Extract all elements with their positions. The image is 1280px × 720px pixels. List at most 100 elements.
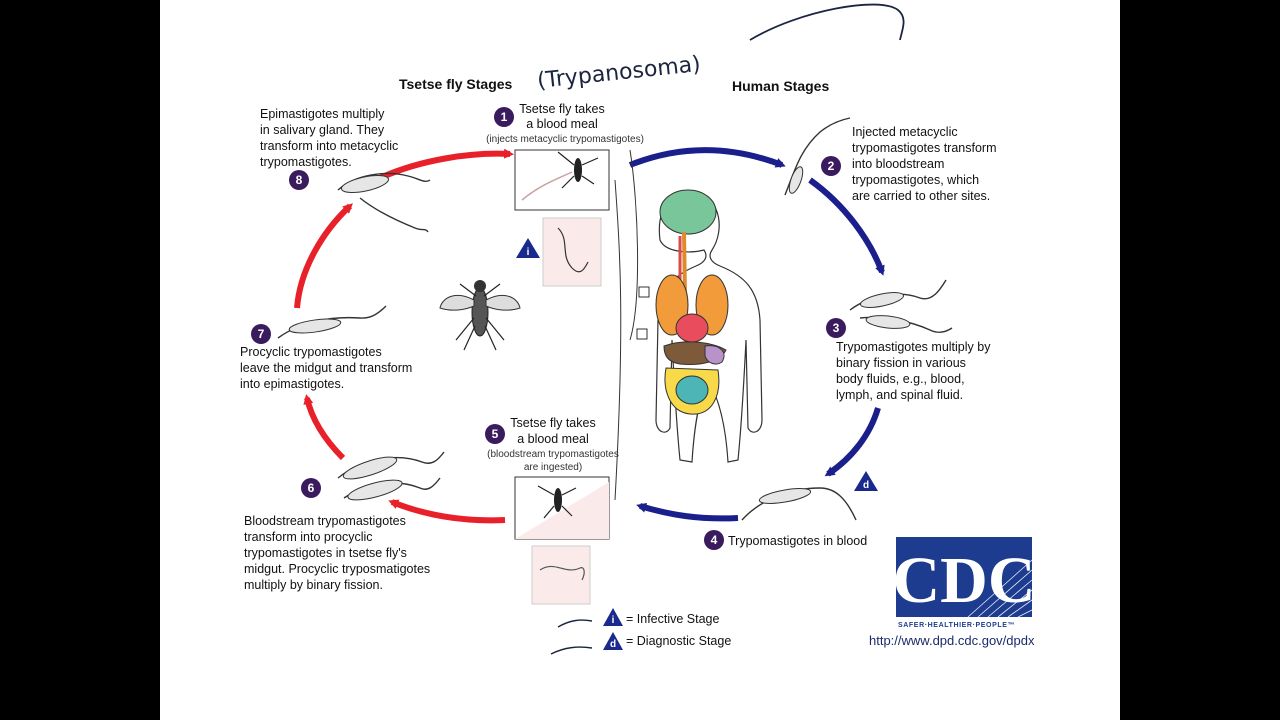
- stage-7-number: 7: [258, 327, 265, 341]
- cdc-logo: CDC SAFER·HEALTHIER·PEOPLE™: [893, 537, 1036, 629]
- stage-7-badge: [251, 324, 271, 344]
- stage-5-fly-icon: [537, 485, 577, 519]
- cdc-logo-text: CDC: [893, 544, 1036, 617]
- stage-1-parasite-icon: [557, 227, 589, 273]
- stage-8-number: 8: [296, 173, 303, 187]
- cdc-url: http://www.dpd.cdc.gov/dpdx: [869, 633, 1035, 648]
- stage-2-number: 2: [828, 159, 835, 173]
- stage-5-skin-area: [515, 482, 609, 539]
- stage-3: 3 Trypomastigotes multiply by binary fis…: [826, 279, 991, 402]
- svg-text:d: d: [610, 639, 616, 650]
- small-intestine-organ: [675, 375, 709, 405]
- stage-3-text-line3: body fluids, e.g., blood,: [836, 372, 965, 386]
- stage-2-text-line5: are carried to other sites.: [852, 189, 990, 203]
- human-stages-header: Human Stages: [732, 78, 829, 94]
- stage-4: 4 Trypomastigotes in blood: [704, 487, 867, 550]
- stage-5-parasite-icon: [539, 565, 585, 581]
- stage-2-text-line2: trypomastigotes transform: [852, 141, 997, 155]
- infective-stage-marker: i: [516, 238, 540, 258]
- legend-hand-arrow-1: [557, 619, 593, 628]
- arrow-3-to-4: [824, 407, 881, 477]
- legend-diagnostic-label: = Diagnostic Stage: [626, 634, 731, 648]
- tsetse-fly-icon: [439, 280, 521, 351]
- svg-text:i: i: [612, 615, 615, 626]
- legend-infective: i = Infective Stage: [603, 608, 720, 626]
- stage-2-text-line3: into bloodstream: [852, 157, 944, 171]
- stage-3-text-line1: Trypomastigotes multiply by: [836, 340, 991, 354]
- svg-text:d: d: [863, 480, 869, 491]
- stage-2-text-line1: Injected metacyclic: [852, 125, 958, 139]
- handwritten-curve: [749, 3, 905, 41]
- stage-7: 7 Procyclic trypomastigotes leave the mi…: [240, 305, 412, 391]
- stage-1-number: 1: [501, 110, 508, 124]
- legend-infective-label: = Infective Stage: [626, 612, 720, 626]
- stage-5: 5 Tsetse fly takes a blood meal (bloodst…: [485, 416, 619, 605]
- brain-organ: [659, 189, 717, 235]
- stage-3-badge: [826, 318, 846, 338]
- stage-2-text-line4: trypomastigotes, which: [852, 173, 979, 187]
- arrow-4-to-5: [636, 502, 739, 522]
- stage-8-text-line2: in salivary gland. They: [260, 123, 385, 137]
- stage-8-text-line3: transform into metacyclic: [260, 139, 398, 153]
- trypanosoma-life-cycle-diagram: (Trypanosoma) Tsetse fly Stages Human St…: [240, 3, 1036, 655]
- stage-4-badge: [704, 530, 724, 550]
- stage-5-note-line2: are ingested): [524, 462, 582, 473]
- stage-7-text-line1: Procyclic trypomastigotes: [240, 345, 382, 359]
- stage-4-number: 4: [711, 533, 718, 547]
- stage-4-text: Trypomastigotes in blood: [728, 534, 867, 548]
- stage-1-badge: [494, 107, 514, 127]
- arrow-8-to-1: [378, 148, 514, 181]
- stage-8: 8 Epimastigotes multiply in salivary gla…: [260, 107, 431, 233]
- stage-5-note-line1: (bloodstream trypomastigotes: [487, 449, 619, 460]
- stage-6-text-line1: Bloodstream trypomastigotes: [244, 514, 406, 528]
- arrow-6-to-7: [303, 394, 346, 461]
- stage-5-number: 5: [492, 427, 499, 441]
- stage-1: 1 Tsetse fly takes a blood meal (injects…: [486, 102, 644, 287]
- stage-2-badge: [821, 156, 841, 176]
- legend-hand-arrow-2: [550, 646, 593, 655]
- stage-8-parasite-icon-b: [359, 197, 429, 233]
- stomach-organ: [704, 345, 725, 365]
- stage-7-text-line2: leave the midgut and transform: [240, 361, 412, 375]
- stage-1-fly-icon: [557, 151, 599, 189]
- stage-1-text-line2: a blood meal: [526, 117, 598, 131]
- stage-6-text-line2: transform into procyclic: [244, 530, 373, 544]
- legend: i = Infective Stage d = Diagnostic Stage: [550, 608, 731, 655]
- stage-5-text-line2: a blood meal: [517, 432, 589, 446]
- stage-1-skin-marks: [521, 171, 573, 201]
- stage-6-text-line4: midgut. Procyclic tryposmatigotes: [244, 562, 430, 576]
- stage-4-parasite-icon: [741, 487, 857, 521]
- stage-3-text-line2: binary fission in various: [836, 356, 966, 370]
- stage-1-text-line1: Tsetse fly takes: [519, 102, 604, 116]
- human-body-figure: [614, 149, 763, 501]
- diagnostic-stage-marker: d: [854, 471, 878, 491]
- stage-6-number: 6: [308, 481, 315, 495]
- stage-8-text-line1: Epimastigotes multiply: [260, 107, 385, 121]
- stage-1-gland-box: [542, 217, 602, 287]
- stage-8-text-line4: trypomastigotes.: [260, 155, 352, 169]
- stage-1-note: (injects metacyclic trypomastigotes): [486, 134, 644, 145]
- stage-6-badge: [301, 478, 321, 498]
- heart-organ: [675, 313, 709, 343]
- cdc-tagline: SAFER·HEALTHIER·PEOPLE™: [898, 622, 1015, 629]
- stage-3-text-line4: lymph, and spinal fluid.: [836, 388, 963, 402]
- tsetse-stages-header: Tsetse fly Stages: [399, 76, 513, 92]
- stage-6-text-line5: multiply by binary fission.: [244, 578, 383, 592]
- arrow-7-to-8: [294, 203, 353, 309]
- arrow-5-to-6: [388, 499, 506, 524]
- stage-5-badge: [485, 424, 505, 444]
- stage-6: 6 Bloodstream trypomastigotes transform …: [244, 451, 445, 592]
- stage-5-gut-box: [531, 545, 591, 605]
- handwritten-annotation: (Trypanosoma): [536, 52, 702, 94]
- legend-diagnostic: d = Diagnostic Stage: [603, 632, 731, 650]
- stage-3-number: 3: [833, 321, 840, 335]
- stage-5-text-line1: Tsetse fly takes: [510, 416, 595, 430]
- stage-7-text-line3: into epimastigotes.: [240, 377, 344, 391]
- stage-2: 2 Injected metacyclic trypomastigotes tr…: [784, 117, 997, 203]
- svg-text:i: i: [527, 247, 530, 258]
- slide-page: (Trypanosoma) Tsetse fly Stages Human St…: [160, 0, 1120, 720]
- stage-6-text-line3: trypomastigotes in tsetse fly's: [244, 546, 407, 560]
- arrow-1-to-2: [628, 147, 786, 168]
- stage-8-badge: [289, 170, 309, 190]
- arrow-2-to-3: [808, 177, 885, 276]
